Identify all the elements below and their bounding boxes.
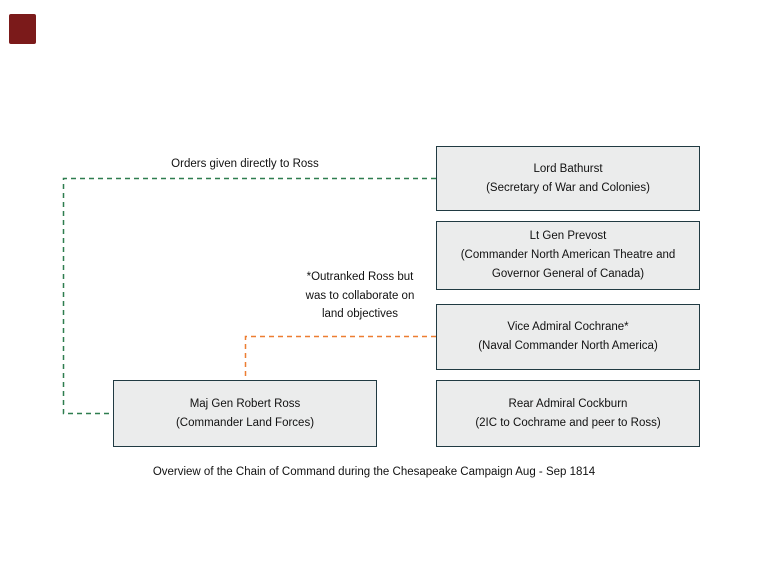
diagram-caption: Overview of the Chain of Command during …	[152, 466, 596, 478]
node-lt-gen-prevost-role-line1: (Commander North American Theatre and	[460, 249, 676, 261]
node-maj-gen-robert-ross: Maj Gen Robert Ross (Commander Land Forc…	[113, 380, 377, 447]
node-lord-bathurst: Lord Bathurst (Secretary of War and Colo…	[436, 146, 700, 211]
collaborate-label-line1: *Outranked Ross but	[306, 271, 414, 283]
node-rear-admiral-cockburn-role: (2IC to Cochrame and peer to Ross)	[475, 416, 661, 429]
node-vice-admiral-cochrane-title: Vice Admiral Cochrane*	[507, 321, 629, 333]
collaborate-connector-label: *Outranked Ross but was to collaborate o…	[290, 268, 430, 324]
node-vice-admiral-cochrane: Vice Admiral Cochrane* (Naval Commander …	[436, 304, 700, 370]
node-vice-admiral-cochrane-role: (Naval Commander North America)	[478, 340, 658, 352]
node-rear-admiral-cockburn: Rear Admiral Cockburn (2IC to Cochrame a…	[436, 380, 700, 447]
node-lord-bathurst-title: Lord Bathurst	[533, 162, 603, 175]
collaborate-label-line2: was to collaborate on	[305, 289, 415, 302]
collaborate-label-line3: land objectives	[321, 308, 399, 320]
node-rear-admiral-cockburn-title: Rear Admiral Cockburn	[508, 397, 628, 410]
node-lt-gen-prevost-role-line2: Governor General of Canada)	[491, 268, 645, 280]
collaborate-connector-line	[244, 335, 436, 380]
orders-connector-line	[62, 177, 436, 415]
node-lt-gen-prevost: Lt Gen Prevost (Commander North American…	[436, 221, 700, 290]
orders-label-text: Orders given directly to Ross	[171, 158, 319, 170]
node-maj-gen-robert-ross-title: Maj Gen Robert Ross	[189, 397, 301, 410]
node-maj-gen-robert-ross-role: (Commander Land Forces)	[175, 416, 315, 429]
red-corner-marker	[9, 14, 36, 44]
orders-connector-label: Orders given directly to Ross	[160, 155, 330, 174]
node-lt-gen-prevost-title: Lt Gen Prevost	[529, 230, 607, 242]
node-lord-bathurst-role: (Secretary of War and Colonies)	[486, 181, 650, 194]
